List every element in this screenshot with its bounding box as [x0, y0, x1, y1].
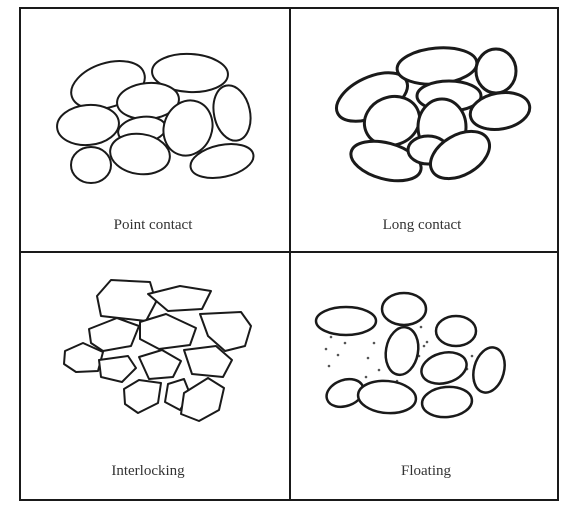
grain: [436, 316, 476, 346]
matrix-dot: [365, 376, 368, 379]
label-floating: Floating: [401, 463, 452, 479]
grain: [181, 378, 224, 421]
grain: [139, 350, 181, 379]
grain: [124, 380, 161, 413]
grain: [382, 325, 422, 378]
label-long-contact: Long contact: [383, 217, 463, 233]
label-point-contact: Point contact: [114, 217, 194, 233]
matrix-dot: [337, 354, 340, 357]
matrix-dot: [426, 341, 429, 344]
grain: [476, 49, 516, 93]
matrix-dot: [378, 369, 381, 372]
grain: [148, 286, 211, 311]
matrix-dot: [367, 357, 370, 360]
panel-floating: [316, 293, 509, 419]
matrix-dot: [471, 355, 474, 358]
panel-interlocking: [64, 280, 251, 421]
grain: [99, 356, 136, 382]
label-interlocking: Interlocking: [111, 463, 185, 479]
grain: [97, 280, 156, 321]
matrix-dot: [325, 348, 328, 351]
grain: [421, 385, 473, 419]
matrix-dot: [330, 336, 333, 339]
matrix-dot: [420, 326, 423, 329]
grain: [382, 293, 426, 325]
matrix-dot: [328, 365, 331, 368]
grain: [357, 379, 418, 416]
grain: [89, 318, 139, 351]
grain: [55, 102, 120, 147]
panel-point-contact: [55, 52, 256, 183]
grain: [200, 312, 251, 351]
grain: [469, 344, 510, 396]
matrix-dot: [373, 342, 376, 345]
grain: [140, 314, 196, 349]
matrix-dot: [344, 342, 347, 345]
panel-long-contact: [329, 45, 533, 189]
grain: [71, 147, 111, 183]
grain: [316, 307, 376, 335]
matrix-dot: [423, 345, 426, 348]
grain: [209, 82, 256, 144]
grain: [108, 130, 173, 178]
grain: [418, 348, 470, 389]
